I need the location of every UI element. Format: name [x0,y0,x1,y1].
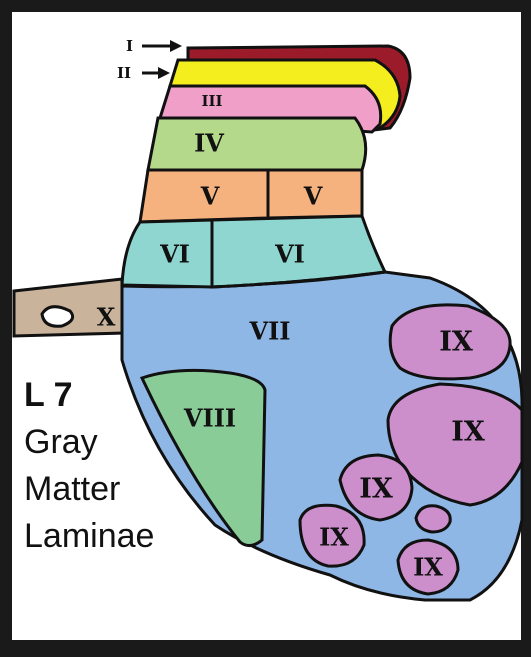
lamina-vi-right-label: VI [274,240,305,269]
lamina-vii-label: VII [248,317,290,346]
lamina-iv-region [148,118,366,170]
lamina-ix-label-5: IX [413,553,443,582]
lamina-ix-label-2: IX [451,417,485,448]
lamina-iv-label: IV [194,129,224,158]
lamina-viii-label: VIII [183,404,236,433]
lamina-v-left-label: V [200,182,220,211]
lamina-ii-arrow: II [117,64,170,82]
lamina-x-label: X [97,303,116,332]
lamina-i-arrow: I [126,37,182,55]
lamina-iii-label: III [201,92,222,110]
lamina-ix-nucleus-5 [416,506,450,532]
caption-line-1: Gray [24,419,154,466]
lamina-i-arrow-label: I [126,37,133,55]
lamina-ix-label-3: IX [359,474,393,505]
figure-caption: L 7 Gray Matter Laminae [24,372,154,560]
lamina-v-right-label: V [303,182,323,211]
caption-line-3: Laminae [24,513,154,560]
lamina-ix-label-4: IX [319,523,349,552]
lamina-vi-left-label: VI [159,240,190,269]
lamina-ii-arrow-label: II [117,64,131,82]
caption-line-2: Matter [24,466,154,513]
lamina-viii-region [142,370,265,545]
spinal-level-label: L 7 [24,372,154,419]
central-canal [42,307,73,327]
lamina-ix-label-1: IX [439,327,473,358]
